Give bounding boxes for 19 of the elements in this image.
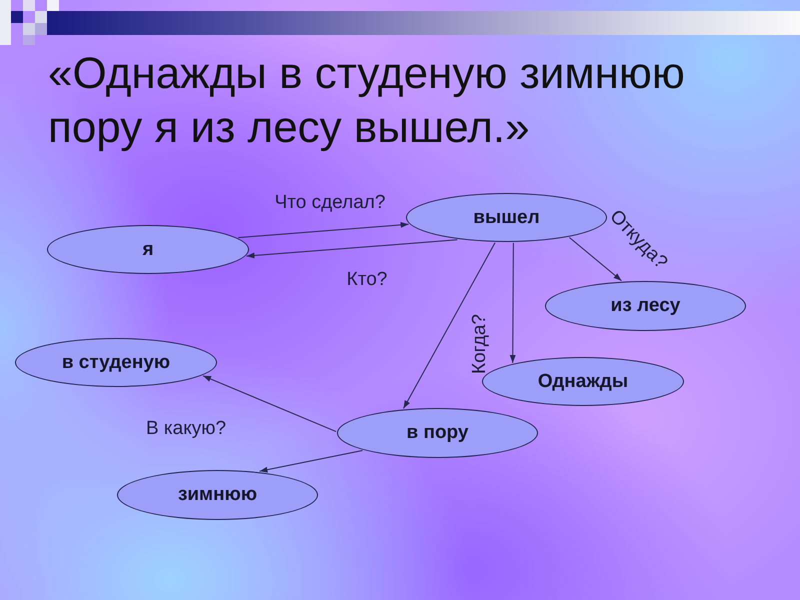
node-label: зимнюю (178, 484, 258, 506)
node-label: из лесу (610, 295, 680, 317)
edge-label: В какую? (146, 418, 226, 440)
slide-title: «Однажды в студеную зимнюю пору я из лесу вышел.» (48, 48, 686, 154)
arrow (202, 375, 337, 432)
edge-label: Кто? (346, 269, 388, 291)
edge-label: Что сделал? (274, 192, 386, 214)
arrow (510, 242, 516, 364)
arrow (403, 242, 496, 409)
arrow (238, 222, 410, 238)
node-label: в пору (406, 422, 468, 444)
arrow (246, 239, 458, 258)
node-label: вышел (473, 206, 540, 228)
edge-label: Когда? (469, 314, 491, 374)
arrow (259, 450, 363, 473)
node-label: я (142, 238, 154, 260)
node-label: Однажды (538, 370, 628, 392)
node-label: в студеную (62, 352, 170, 374)
arrow (568, 237, 622, 282)
